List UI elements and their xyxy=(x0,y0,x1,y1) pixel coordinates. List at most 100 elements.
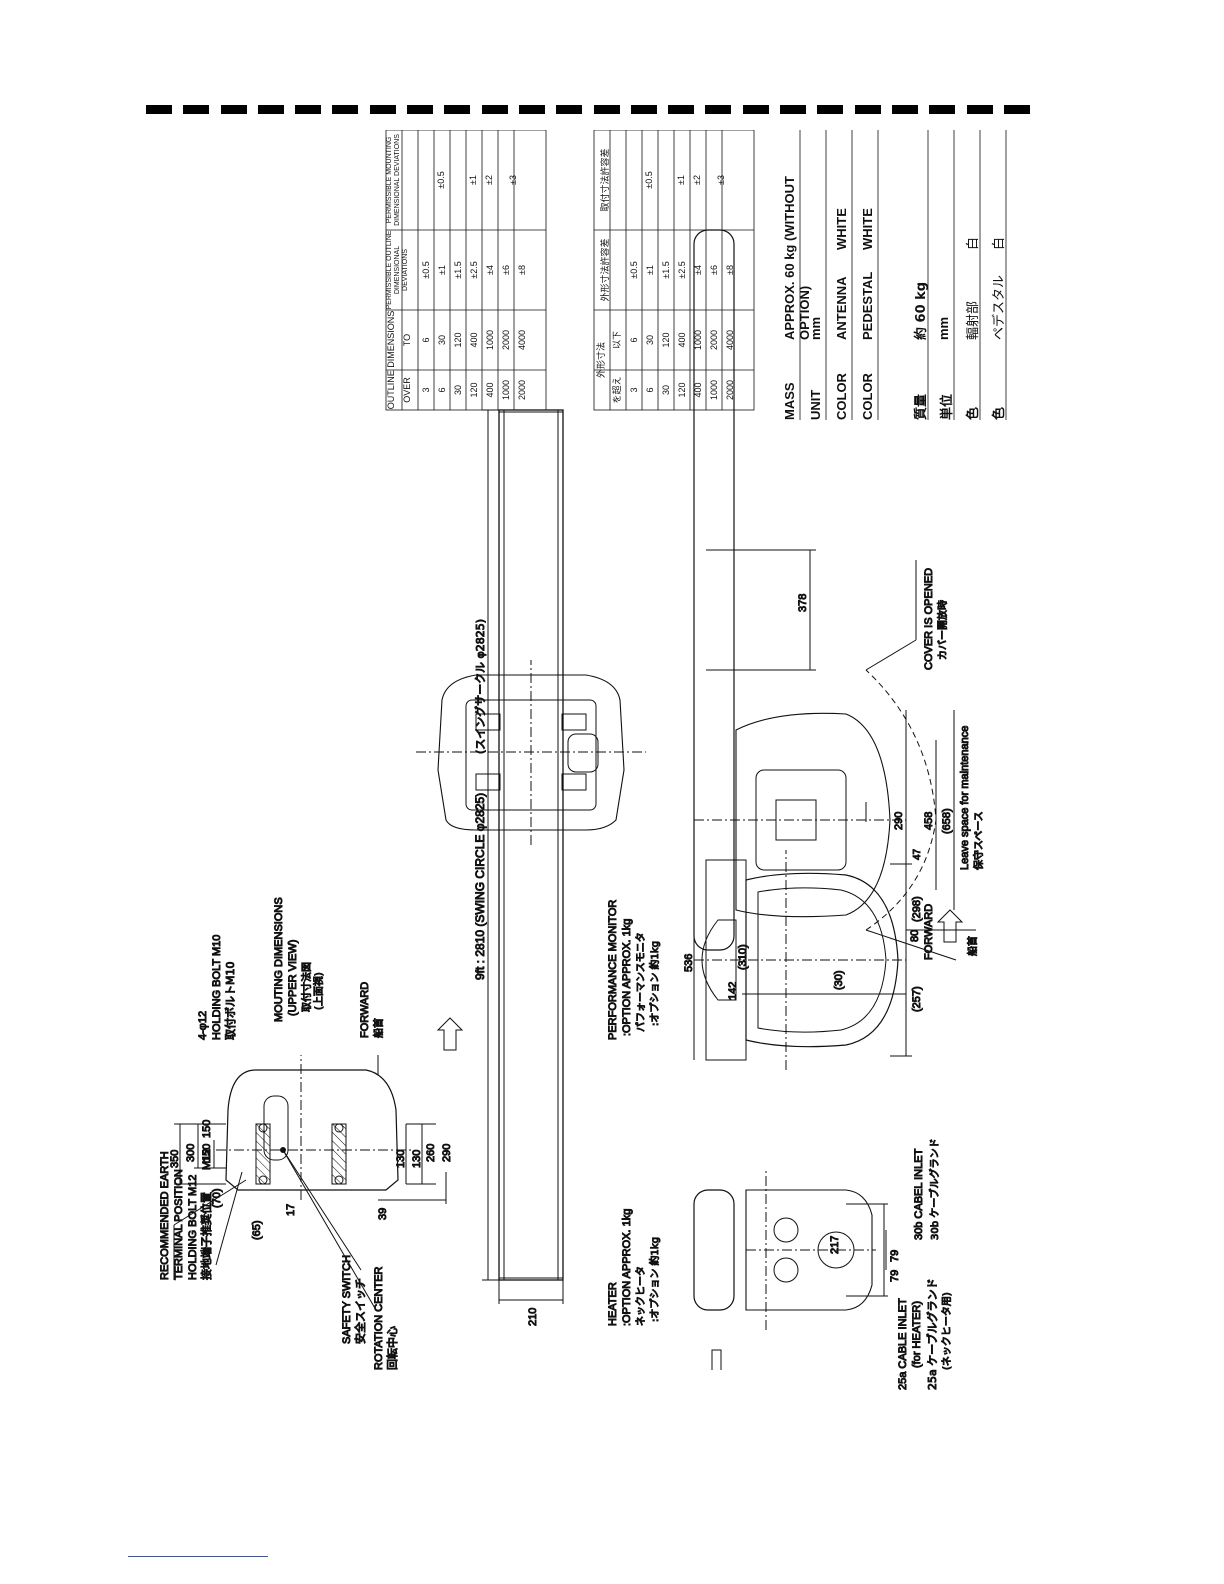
tol-en-cell-over: 400 xyxy=(485,382,495,398)
tol-jp-cell-to: 2000 xyxy=(709,329,719,351)
dim-79b: 79 xyxy=(889,1250,901,1262)
tol-jp-cell-outline: ±2.5 xyxy=(677,261,687,279)
earth-terminal-jp: 接地端子推奨位置 xyxy=(199,1192,213,1280)
m12-label: M12 xyxy=(201,1149,213,1170)
maintenance-jp: 保守スペース xyxy=(972,811,985,870)
dim-39: 39 xyxy=(377,1208,389,1220)
color1-jp-label: 色 xyxy=(966,406,981,420)
th-outline-jp: 外形寸法 xyxy=(597,342,607,379)
mass-jp-value: 約 60 kg xyxy=(914,281,929,340)
color1-label: COLOR xyxy=(834,373,849,420)
th-outline: OUTLINE DIMENSIONS xyxy=(386,310,396,410)
unit-jp-value: mm xyxy=(936,316,951,340)
cover-opened-jp: カバー開放時 xyxy=(936,600,949,660)
heater-2: :OPTION APPROX. 1kg xyxy=(621,1209,633,1326)
mounting-dims-title: MOUTING DIMENSIONS xyxy=(273,897,285,1022)
mass-label: MASS xyxy=(782,382,797,420)
forward-jp-top: 船首 xyxy=(372,1018,385,1038)
dim-80: 80 xyxy=(909,930,921,942)
tol-en-cell-outline: ±2.5 xyxy=(469,261,479,279)
dim-536: 536 xyxy=(683,954,695,972)
tol-jp-cell-outline: ±6 xyxy=(709,265,719,275)
color1-jp-part: 輻射部 xyxy=(966,300,981,340)
cable-30b-jp: 30b ケーブルグランド xyxy=(928,1138,941,1240)
forward-label-bottom: FORWARD xyxy=(923,904,935,960)
tol-en-cell-to: 2000 xyxy=(501,329,511,351)
dim-257: (257) xyxy=(911,986,923,1012)
color1-part: ANTENNA xyxy=(834,276,849,340)
maintenance-label: Leave space for maintenance xyxy=(959,726,971,870)
tol-en-cell-to: 6 xyxy=(421,337,431,343)
safety-switch-label: SAFETY SWITCH xyxy=(341,1255,353,1344)
color2-jp-label: 色 xyxy=(992,406,1007,420)
tol-jp-cell-mount: ±1 xyxy=(676,175,686,185)
safety-switch-jp: 安全スイッチ xyxy=(353,1278,367,1344)
tol-en-cell-outline: ±8 xyxy=(517,265,527,275)
spec-lines xyxy=(799,130,1007,420)
mounting-jp-2: (上面視) xyxy=(312,972,325,1010)
upper-view-label: (UPPER VIEW) xyxy=(287,940,299,1016)
unit-jp-label: 単位 xyxy=(940,393,955,420)
heater-1: HEATER xyxy=(607,1282,619,1326)
tol-en-cell-outline: ±0.5 xyxy=(421,261,431,279)
unit-label: UNIT xyxy=(808,389,823,420)
color2-label: COLOR xyxy=(860,373,875,420)
tol-jp-cell-to: 6 xyxy=(629,337,639,343)
tol-en-cell-over: 120 xyxy=(469,382,479,398)
tol-jp-cell-outline: ±1 xyxy=(645,265,655,275)
dim-290b: 290 xyxy=(893,812,905,830)
front-view-right xyxy=(693,229,976,995)
perf-monitor-jp-1: パフォーマンスモニタ xyxy=(635,932,647,1032)
tol-jp-cell-over: 6 xyxy=(645,387,655,393)
earth-title-1: RECOMMENDED EARTH xyxy=(159,1151,171,1280)
tol-en-cell-to: 120 xyxy=(453,332,463,348)
tol-jp-cell-to: 4000 xyxy=(725,329,735,351)
tol-en-cell-mount: ±0.5 xyxy=(436,171,446,189)
footer-rule xyxy=(128,1556,268,1557)
tol-jp-cell-mount: ±0.5 xyxy=(644,171,654,189)
perf-monitor-1: PERFORMANCE MONITOR xyxy=(607,900,619,1040)
swing-circle-label: 9ft : 2810 (SWING CIRCLE φ2825) xyxy=(473,793,487,980)
dim-30: (30) xyxy=(833,970,845,990)
dim-210: 210 xyxy=(527,1308,539,1326)
th-over: OVER xyxy=(402,377,412,403)
tol-jp-cell-outline: ±4 xyxy=(693,265,703,275)
tol-jp-cell-to: 1000 xyxy=(693,329,703,351)
color1-value: WHITE xyxy=(834,208,849,250)
forward-arrow-icon xyxy=(936,909,964,943)
heater-jp-1: ネックヒータ xyxy=(635,1266,647,1326)
dim-47: 47 xyxy=(912,848,923,860)
outline-drawing: RECOMMENDED EARTH TERMINAL POSITION HOLD… xyxy=(146,130,1030,1430)
latch xyxy=(561,773,587,791)
tolerance-table-jp xyxy=(593,130,755,411)
th-mount-dev-jp: 取付寸法許容差 xyxy=(601,148,611,212)
tolerance-table-en xyxy=(385,130,547,411)
dim-142: 142 xyxy=(727,982,739,1000)
th-outline-dev-jp: 外形寸法許容差 xyxy=(601,238,611,302)
tol-en-cell-over: 30 xyxy=(453,385,463,396)
color2-part: PEDESTAL xyxy=(860,271,875,340)
tolerance-table-en-text: OUTLINE DIMENSIONS OVER TO PERMISSIBLE O… xyxy=(386,130,546,410)
dim-350: 350 xyxy=(169,1150,181,1168)
tol-en-cell-over: 6 xyxy=(437,387,447,393)
color1-jp-value: 白 xyxy=(966,236,981,250)
bolt-hole xyxy=(258,1123,268,1133)
th-mount-dev: PERMISSIBLE MOUNTING DIMENSIONAL DEVIATI… xyxy=(386,134,401,226)
tol-jp-cell-over: 3 xyxy=(629,387,639,393)
dim-300: 300 xyxy=(185,1144,197,1162)
tol-en-cell-to: 400 xyxy=(469,332,479,348)
tol-en-cell-outline: ±1 xyxy=(437,265,447,275)
forward-jp-bottom: 船首 xyxy=(966,936,979,956)
tol-en-cell-over: 1000 xyxy=(501,379,511,401)
dim-130a: 130 xyxy=(395,1150,407,1168)
bolt-hole xyxy=(258,1175,268,1185)
tol-jp-cell-mount: ±3 xyxy=(716,175,726,185)
tol-jp-cell-over: 400 xyxy=(693,382,703,398)
tol-en-cell-mount: ±1 xyxy=(468,175,478,185)
dim-298: (298) xyxy=(911,896,923,922)
tol-en-cell-to: 30 xyxy=(437,335,447,346)
dim-658: (658) xyxy=(941,808,953,834)
front-view-center xyxy=(693,802,912,1070)
